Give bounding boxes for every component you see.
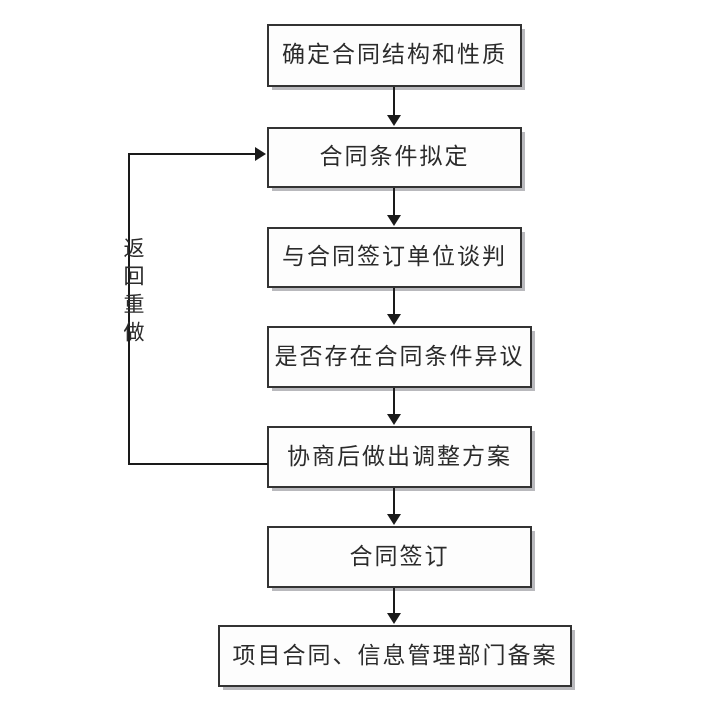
arrowhead-n2-n3 bbox=[387, 215, 401, 226]
connector-n3-n4 bbox=[393, 288, 395, 316]
flow-node-2[interactable]: 合同条件拟定 bbox=[267, 127, 522, 188]
flow-node-4[interactable]: 是否存在合同条件异议 bbox=[267, 326, 532, 388]
arrowhead-n5-n6 bbox=[387, 514, 401, 525]
arrowhead-n4-n5 bbox=[387, 414, 401, 425]
flow-node-label: 合同签订 bbox=[349, 543, 450, 570]
feedback-loop-vertical-segment bbox=[128, 153, 130, 465]
connector-n2-n3 bbox=[393, 188, 395, 217]
feedback-loop-top-segment bbox=[128, 153, 256, 155]
arrowhead-n1-n2 bbox=[387, 115, 401, 126]
flow-node-label: 项目合同、信息管理部门备案 bbox=[232, 642, 558, 669]
connector-n6-n7 bbox=[393, 588, 395, 615]
feedback-loop-label: 返回重做 bbox=[121, 237, 145, 349]
flow-node-label: 确定合同结构和性质 bbox=[282, 42, 507, 68]
flow-node-1[interactable]: 确定合同结构和性质 bbox=[267, 24, 522, 87]
flow-node-5[interactable]: 协商后做出调整方案 bbox=[267, 426, 532, 488]
arrowhead-n3-n4 bbox=[387, 314, 401, 325]
flow-node-label: 协商后做出调整方案 bbox=[287, 443, 512, 470]
flow-node-label: 是否存在合同条件异议 bbox=[274, 343, 525, 370]
connector-n4-n5 bbox=[393, 388, 395, 416]
flow-node-label: 合同条件拟定 bbox=[319, 144, 470, 170]
flow-node-label: 与合同签订单位谈判 bbox=[282, 244, 507, 270]
connector-n1-n2 bbox=[393, 87, 395, 117]
flow-node-6[interactable]: 合同签订 bbox=[267, 526, 532, 588]
connector-n5-n6 bbox=[393, 488, 395, 516]
feedback-loop-bottom-segment bbox=[128, 463, 268, 465]
arrowhead-feedback-loop bbox=[255, 147, 266, 161]
arrowhead-n6-n7 bbox=[387, 613, 401, 624]
flow-node-3[interactable]: 与合同签订单位谈判 bbox=[267, 227, 522, 288]
flow-node-7[interactable]: 项目合同、信息管理部门备案 bbox=[218, 625, 572, 687]
